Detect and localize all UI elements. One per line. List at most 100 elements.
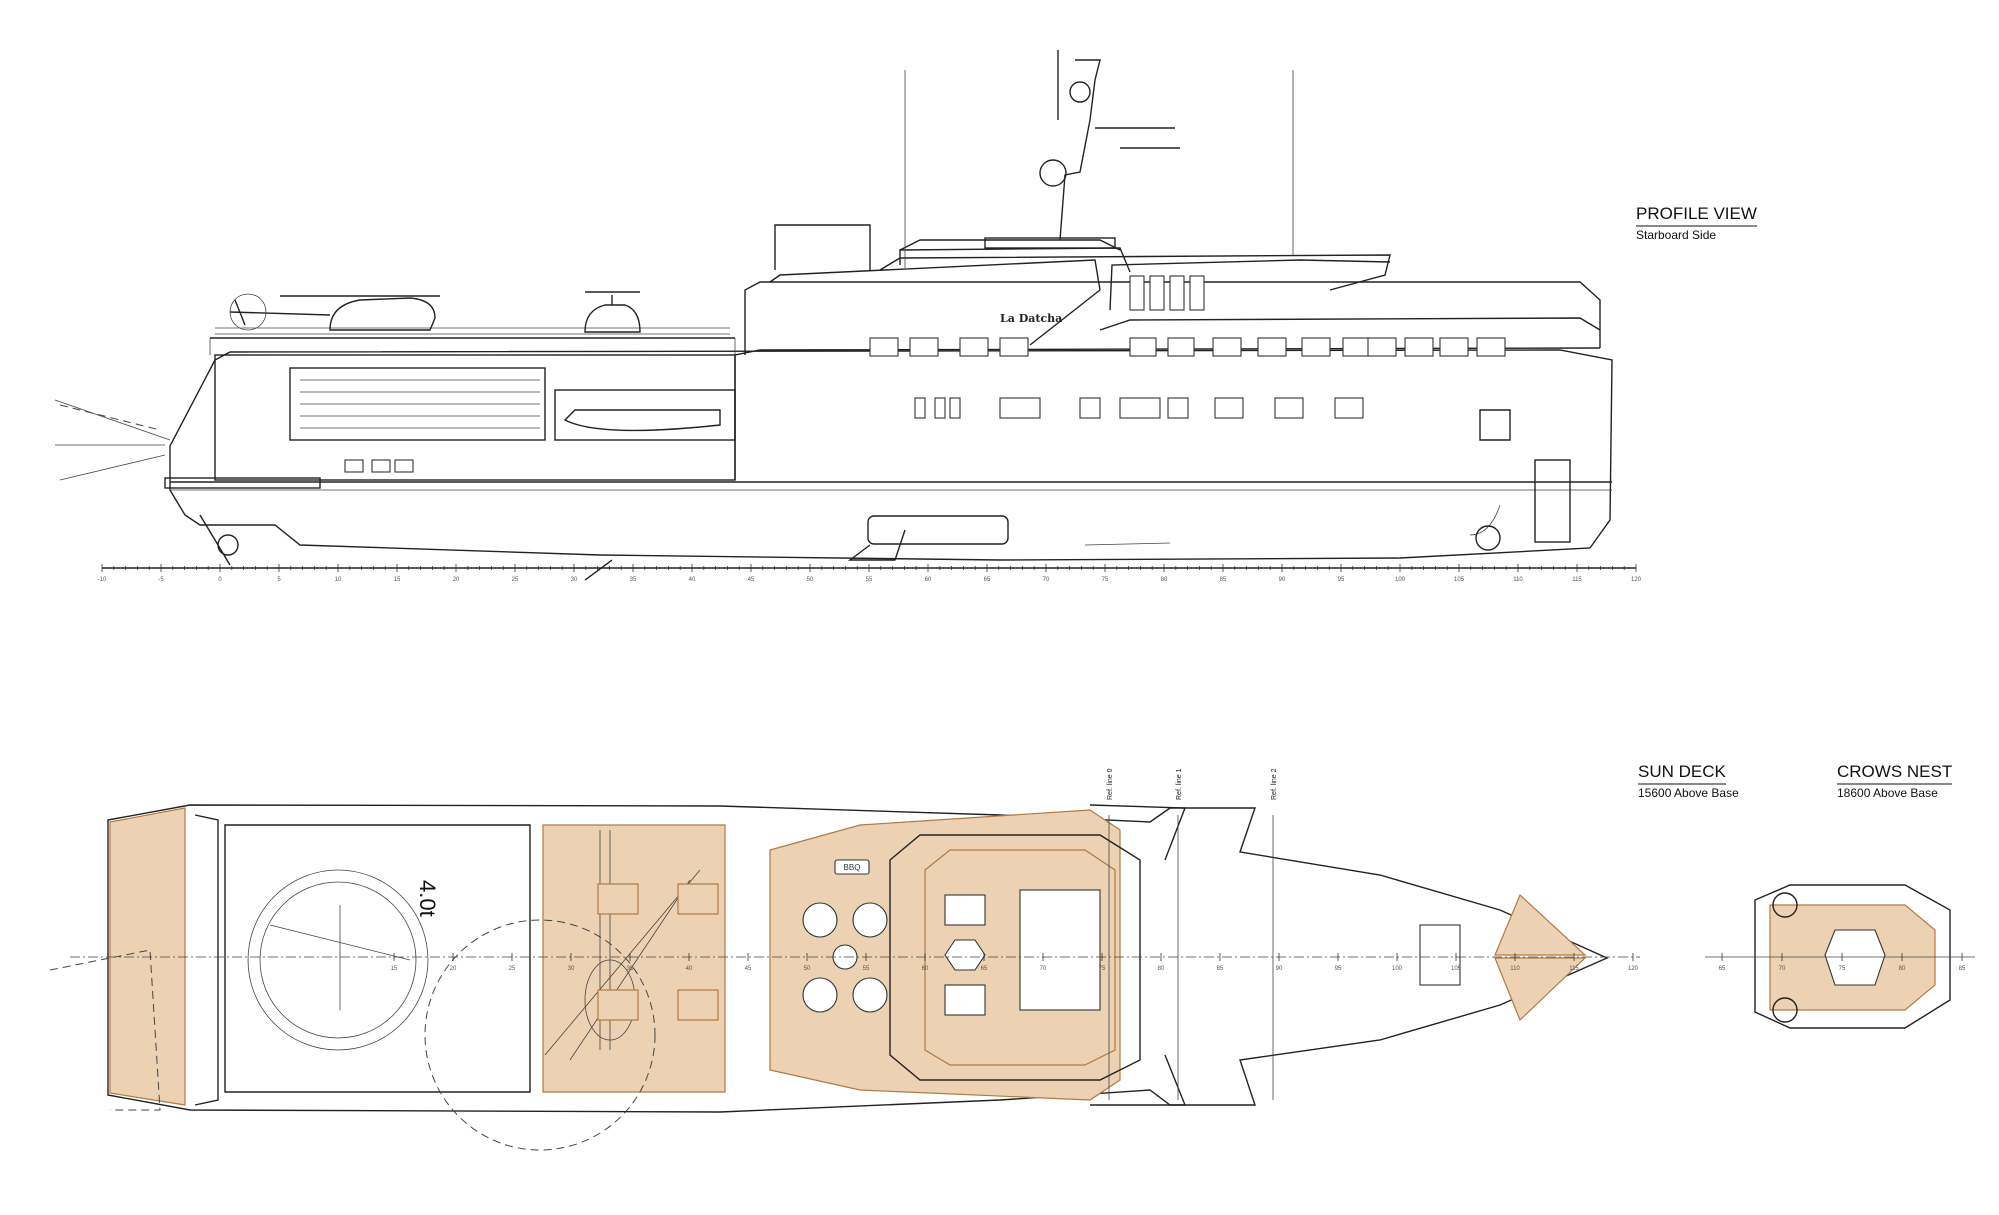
tender-boat <box>563 409 721 432</box>
skylight-fwd <box>944 984 986 1016</box>
plan-scale-label: 20 <box>450 966 457 972</box>
helideck-pad <box>224 824 531 1093</box>
sun-deck-title-block: SUN DECK 15600 Above Base <box>1638 762 1739 800</box>
hangar-slats <box>300 379 540 429</box>
satcom-dome <box>1069 81 1091 103</box>
equipment-area <box>1019 889 1101 1011</box>
anchor-pocket <box>1534 459 1571 543</box>
sun-deck-subtitle: 15600 Above Base <box>1638 786 1739 800</box>
plan-scale-label: 55 <box>863 966 870 972</box>
helideck-circle-outer <box>247 869 429 1051</box>
aft-teak-deck <box>109 807 186 1106</box>
profile-view-subtitle: Starboard Side <box>1636 228 1717 242</box>
scale-tick-label: 25 <box>512 577 519 583</box>
scale-tick-label: 90 <box>1279 577 1286 583</box>
ref-line-0-label: Ref. line 0 <box>1107 768 1114 800</box>
scale-tick-label: 100 <box>1395 577 1406 583</box>
propeller <box>217 534 239 556</box>
rudder <box>199 514 613 581</box>
stabilizer-fin <box>867 515 1009 545</box>
main-mast <box>1059 59 1101 241</box>
scale-tick-label: 30 <box>571 577 578 583</box>
bow-teak-2 <box>1494 957 1587 1022</box>
plan-scale-label: 35 <box>627 966 634 972</box>
scale-tick-label: 80 <box>1161 577 1168 583</box>
crows-nest-subtitle: 18600 Above Base <box>1837 786 1938 800</box>
wheelhouse <box>1109 259 1391 311</box>
scale-tick-label: 60 <box>925 577 932 583</box>
crows-nest-title-block: CROWS NEST 18600 Above Base <box>1837 762 1953 800</box>
hull-outline <box>169 349 1613 561</box>
helideck-railing <box>215 327 730 335</box>
skylight-aft <box>944 894 986 926</box>
scale-tick-label: 110 <box>1513 577 1523 583</box>
crane-swing <box>59 404 161 431</box>
plan-scale-label: 120 <box>1628 966 1639 972</box>
plan-scale-label: 90 <box>1276 966 1283 972</box>
upper-structure <box>899 247 1131 273</box>
bridge-deck-sheer <box>1099 317 1601 331</box>
scale-tick-label: 85 <box>1220 577 1227 583</box>
plan-scale-label: 100 <box>1392 966 1403 972</box>
bow-door <box>1479 409 1511 441</box>
helideck-circle <box>259 881 417 1039</box>
scale-tick-label: 20 <box>453 577 460 583</box>
plan-scale-label: 50 <box>804 966 811 972</box>
crane-swing-radius <box>424 919 656 1151</box>
plan-scale-label: 70 <box>1040 966 1047 972</box>
bridge-wing <box>774 224 871 270</box>
bbq-unit <box>834 859 870 875</box>
scale-tick-label: 0 <box>218 577 222 583</box>
plan-scale-label: 15 <box>391 966 398 972</box>
mast-base <box>944 939 986 971</box>
scale-tick-label: 105 <box>1454 577 1465 583</box>
scale-tick-label: 40 <box>689 577 696 583</box>
plan-scale-label: 85 <box>1217 966 1224 972</box>
plan-scale-label: 65 <box>981 966 988 972</box>
vessel-name: La Datcha <box>1000 312 1062 325</box>
aft-deck-structure <box>214 354 736 481</box>
crows-nest-outline <box>1754 884 1951 1029</box>
plan-scale-label: 45 <box>745 966 752 972</box>
plan-scale-label: 40 <box>686 966 693 972</box>
plan-scale-label: 75 <box>1099 966 1106 972</box>
stern-platform <box>164 477 321 489</box>
ref-line-2-label: Ref. line 2 <box>1271 768 1278 800</box>
scale-tick-label: 55 <box>866 577 873 583</box>
plan-scale-label: 95 <box>1335 966 1342 972</box>
ref-line-1-label: Ref. line 1 <box>1176 768 1183 800</box>
bridge-wings <box>1089 804 1187 1106</box>
crows-nest-scale-label: 80 <box>1899 966 1906 972</box>
crows-nest-seat <box>1824 929 1886 986</box>
plan-scale-label: 30 <box>568 966 575 972</box>
wheelhouse-roof <box>889 834 1141 1081</box>
plan-scale-label: 60 <box>922 966 929 972</box>
radome <box>1039 159 1067 187</box>
scale-tick-label: 10 <box>335 577 342 583</box>
crows-nest-scale-label: 70 <box>1779 966 1786 972</box>
sun-loungers <box>597 883 719 1021</box>
profile-view-title: PROFILE VIEW <box>1636 204 1757 227</box>
hangar-door <box>289 367 546 441</box>
sun-deck-railing <box>984 237 1116 249</box>
scale-tick-label: 45 <box>748 577 755 583</box>
plan-scale-label: 25 <box>509 966 516 972</box>
wheelhouse-deck <box>879 254 1391 291</box>
transom-bulwark <box>194 814 219 1106</box>
portholes <box>344 459 414 473</box>
helideck-edges <box>209 338 736 355</box>
scale-tick-label: 95 <box>1338 577 1345 583</box>
light-stbd-aft <box>1772 997 1798 1023</box>
hull-lines <box>1084 504 1501 546</box>
plan-scale-label: 80 <box>1158 966 1165 972</box>
windows-main <box>914 275 1364 419</box>
light-port-aft <box>1772 892 1798 918</box>
sun-deck <box>899 239 1121 251</box>
fin-root <box>847 529 906 561</box>
scale-tick-label: 70 <box>1043 577 1050 583</box>
